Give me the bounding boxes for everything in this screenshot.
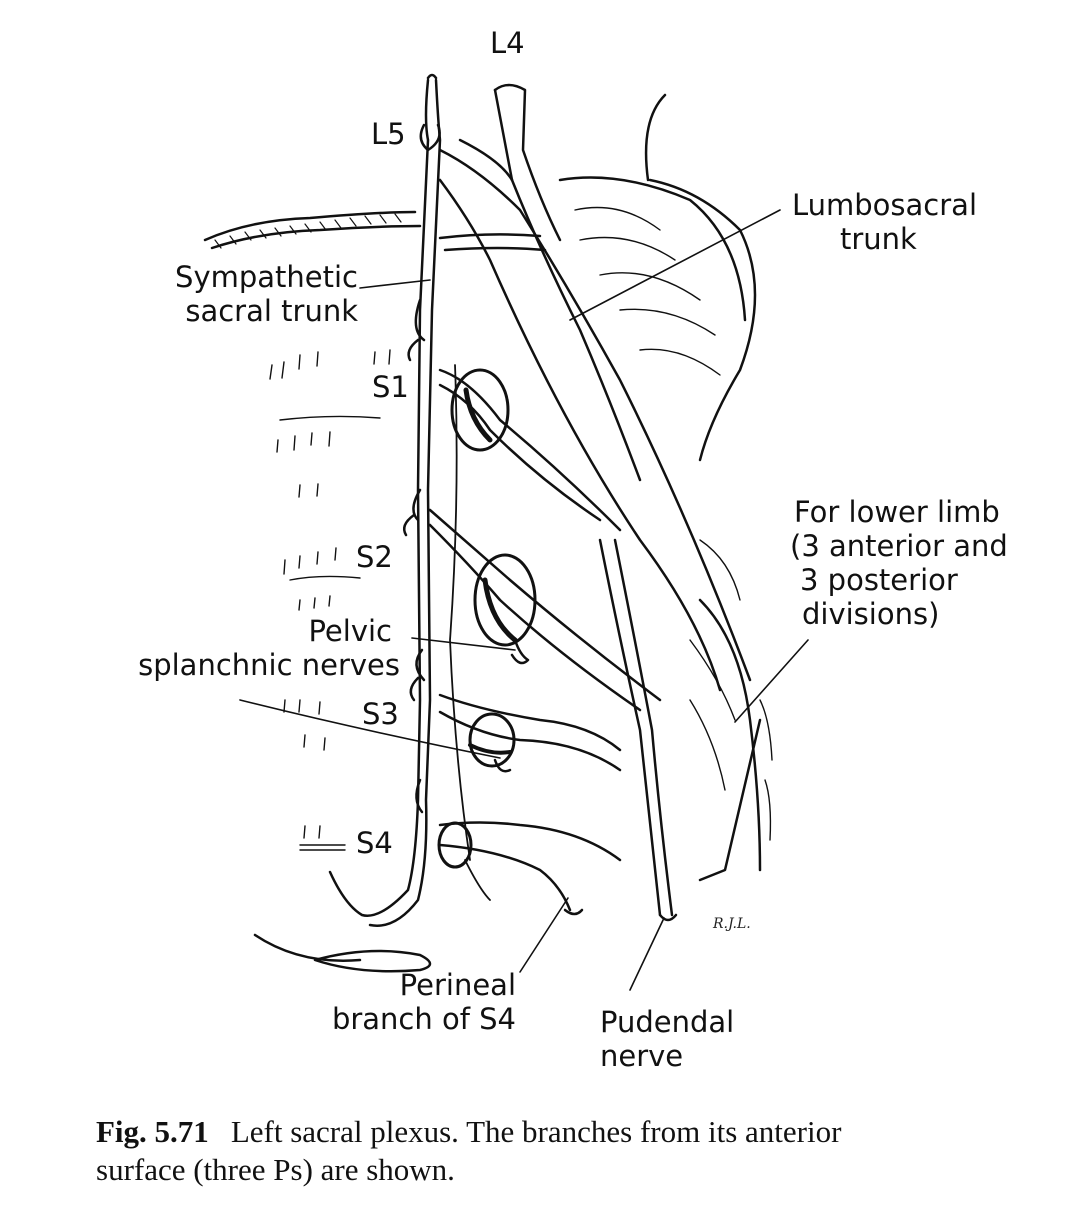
s2-root-drawing xyxy=(428,508,662,712)
label-pudendal-nerve: Pudendal nerve xyxy=(600,1005,735,1073)
figure-caption: Fig. 5.71 Left sacral plexus. The branche… xyxy=(96,1113,1056,1189)
pudendal-nerve-drawing xyxy=(598,538,678,922)
leader-lines xyxy=(239,209,809,991)
label-s1: S1 xyxy=(372,370,409,404)
label-sympathetic-sacral-trunk: Sympathetic sacral trunk xyxy=(175,260,358,328)
vertebra-hatching xyxy=(269,349,391,851)
artist-initials: R.J.L. xyxy=(713,916,751,932)
label-lower-limb-divisions: For lower limb (3 anterior and 3 posteri… xyxy=(790,495,1008,631)
label-s3: S3 xyxy=(362,697,399,731)
figure-number: Fig. 5.71 xyxy=(96,1114,209,1149)
pelvic-splanchnic-drawing xyxy=(449,364,491,901)
promontory-ridge xyxy=(203,210,547,252)
label-s4: S4 xyxy=(356,826,393,860)
label-l4: L4 xyxy=(490,26,525,60)
s4-root-drawing xyxy=(437,821,622,916)
caption-line-2: surface (three Ps) are shown. xyxy=(96,1152,455,1187)
s3-root-drawing xyxy=(438,693,622,773)
l4-root-drawing xyxy=(493,83,562,242)
label-s2: S2 xyxy=(356,540,393,574)
sympathetic-trunk-drawing xyxy=(328,73,442,927)
caption-line-1: Left sacral plexus. The branches from it… xyxy=(230,1114,842,1149)
pelvic-outline xyxy=(253,93,762,973)
label-pelvic-splanchnic-nerves: Pelvic splanchnic nerves xyxy=(138,614,400,682)
label-perineal-branch-s4: Perineal branch of S4 xyxy=(331,968,516,1036)
s1-root-drawing xyxy=(438,368,622,532)
lumbosacral-trunk-drawing xyxy=(438,138,752,692)
label-l5: L5 xyxy=(371,117,406,151)
label-lumbosacral-trunk: Lumbosacral trunk xyxy=(792,188,978,256)
